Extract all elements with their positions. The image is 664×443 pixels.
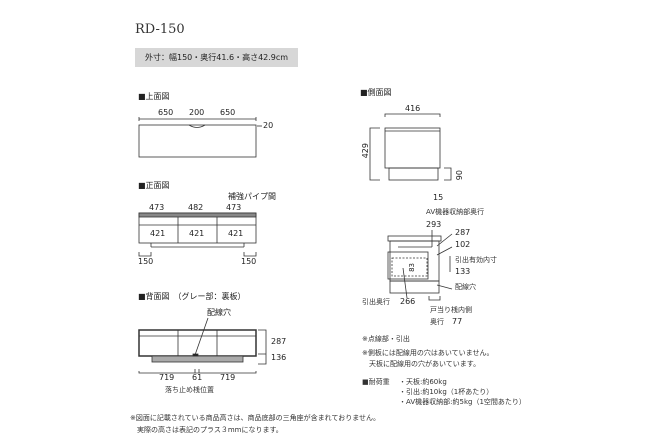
- dim-label: 416: [405, 104, 421, 113]
- drawer-depth-label: 引出奥行: [362, 298, 390, 306]
- dim-label: 650: [158, 108, 174, 117]
- load-heading: ■耐荷重: [362, 378, 390, 386]
- hole-label: 配線穴: [207, 308, 231, 317]
- note-side-hole: ※側板には配線用の穴はあいていません。: [362, 349, 494, 357]
- note-top-hole: 天板に配線用の穴があいています。: [369, 360, 481, 368]
- dim-label: 429: [361, 143, 370, 159]
- dim-label: 61: [192, 373, 203, 382]
- back-view-drawing: [138, 317, 267, 374]
- side-view-drawing: [369, 113, 452, 181]
- av-label: AV機器収納部奥行: [426, 208, 485, 216]
- dim-label: 421: [228, 229, 244, 238]
- top-view-drawing: [138, 117, 262, 158]
- front-view-heading: ■正面図: [138, 181, 170, 190]
- dimensions-banner: 外寸：幅150・奥行41.6・高さ42.9cm: [135, 48, 298, 67]
- hole-label: 配線穴: [455, 283, 476, 291]
- dim-label: 102: [455, 240, 471, 249]
- dim-label: 473: [149, 203, 165, 212]
- load-item: ・AV機器収納部:約5kg（1空間あたり）: [399, 398, 526, 406]
- stop-label: 落ち止め桟位置: [165, 386, 214, 394]
- dim-label: 150: [138, 257, 154, 266]
- dim-label: 200: [189, 108, 205, 117]
- dim-label: 15: [433, 193, 444, 202]
- dim-label: 482: [188, 203, 204, 212]
- dim-label: 473: [226, 203, 242, 212]
- dim-label: 421: [189, 229, 205, 238]
- dim-label: 293: [426, 220, 442, 229]
- dim-label: 719: [220, 373, 236, 382]
- front-view-drawing: [138, 212, 257, 257]
- side-view-heading: ■側面図: [360, 88, 392, 97]
- dim-label: 287: [455, 228, 471, 237]
- pipe-label: 補強パイプ間: [228, 192, 276, 201]
- dim-label: 77: [452, 317, 463, 326]
- door-stop-label: 戸当り桟内側: [430, 306, 472, 314]
- note-dotted: ※点線部・引出: [362, 335, 410, 343]
- model-title: RD-150: [135, 22, 185, 37]
- dim-label: 83: [408, 263, 416, 272]
- dim-label: 719: [159, 373, 175, 382]
- door-stop-depth-label: 奥行: [430, 318, 444, 326]
- footer-note: ※図面に記載されている商品高さは、商品底部の三角座が含まれておりません。: [130, 414, 381, 422]
- top-view-heading: ■上面図: [138, 92, 170, 101]
- dim-label: 650: [220, 108, 236, 117]
- load-item: ・天板:約60kg: [399, 378, 447, 386]
- section-view-drawing: [387, 230, 453, 301]
- drawer-inner-label: 引出有効内寸: [455, 256, 497, 264]
- dim-label: 133: [455, 267, 471, 276]
- dim-label: 266: [400, 297, 416, 306]
- dim-label: 136: [271, 353, 287, 362]
- footer-note: 実際の高さは表記のプラス３mmになります。: [137, 426, 283, 434]
- dim-label: 421: [150, 229, 166, 238]
- dim-label: 150: [241, 257, 257, 266]
- dim-label: 287: [271, 337, 287, 346]
- load-item: ・引出:約10kg（1杯あたり）: [399, 388, 494, 396]
- dim-label: 20: [263, 121, 274, 130]
- dim-label: 90: [455, 170, 464, 181]
- back-view-heading: ■背面図 （グレー部：裏板）: [138, 292, 246, 301]
